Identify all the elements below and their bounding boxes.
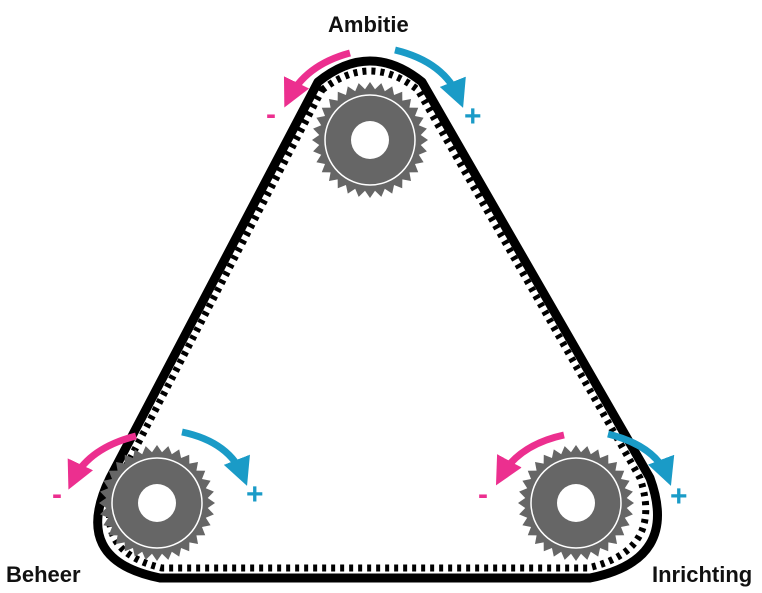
gear-hub xyxy=(138,484,176,522)
gears-layer xyxy=(99,82,634,561)
plus-sign-right: + xyxy=(670,482,688,512)
gear-hub xyxy=(557,484,595,522)
minus-sign-left: - xyxy=(52,480,62,510)
minus-sign-right: - xyxy=(478,480,488,510)
label-ambitie: Ambitie xyxy=(328,14,409,36)
gear-inrichting xyxy=(518,445,634,561)
gear-hub xyxy=(351,121,389,159)
label-inrichting: Inrichting xyxy=(652,564,752,586)
plus-sign-left: + xyxy=(246,480,264,510)
gear-ambitie xyxy=(312,82,428,198)
label-beheer: Beheer xyxy=(6,564,81,586)
minus-sign-top: - xyxy=(266,100,276,130)
gear-beheer xyxy=(99,445,215,561)
plus-sign-top: + xyxy=(464,102,482,132)
